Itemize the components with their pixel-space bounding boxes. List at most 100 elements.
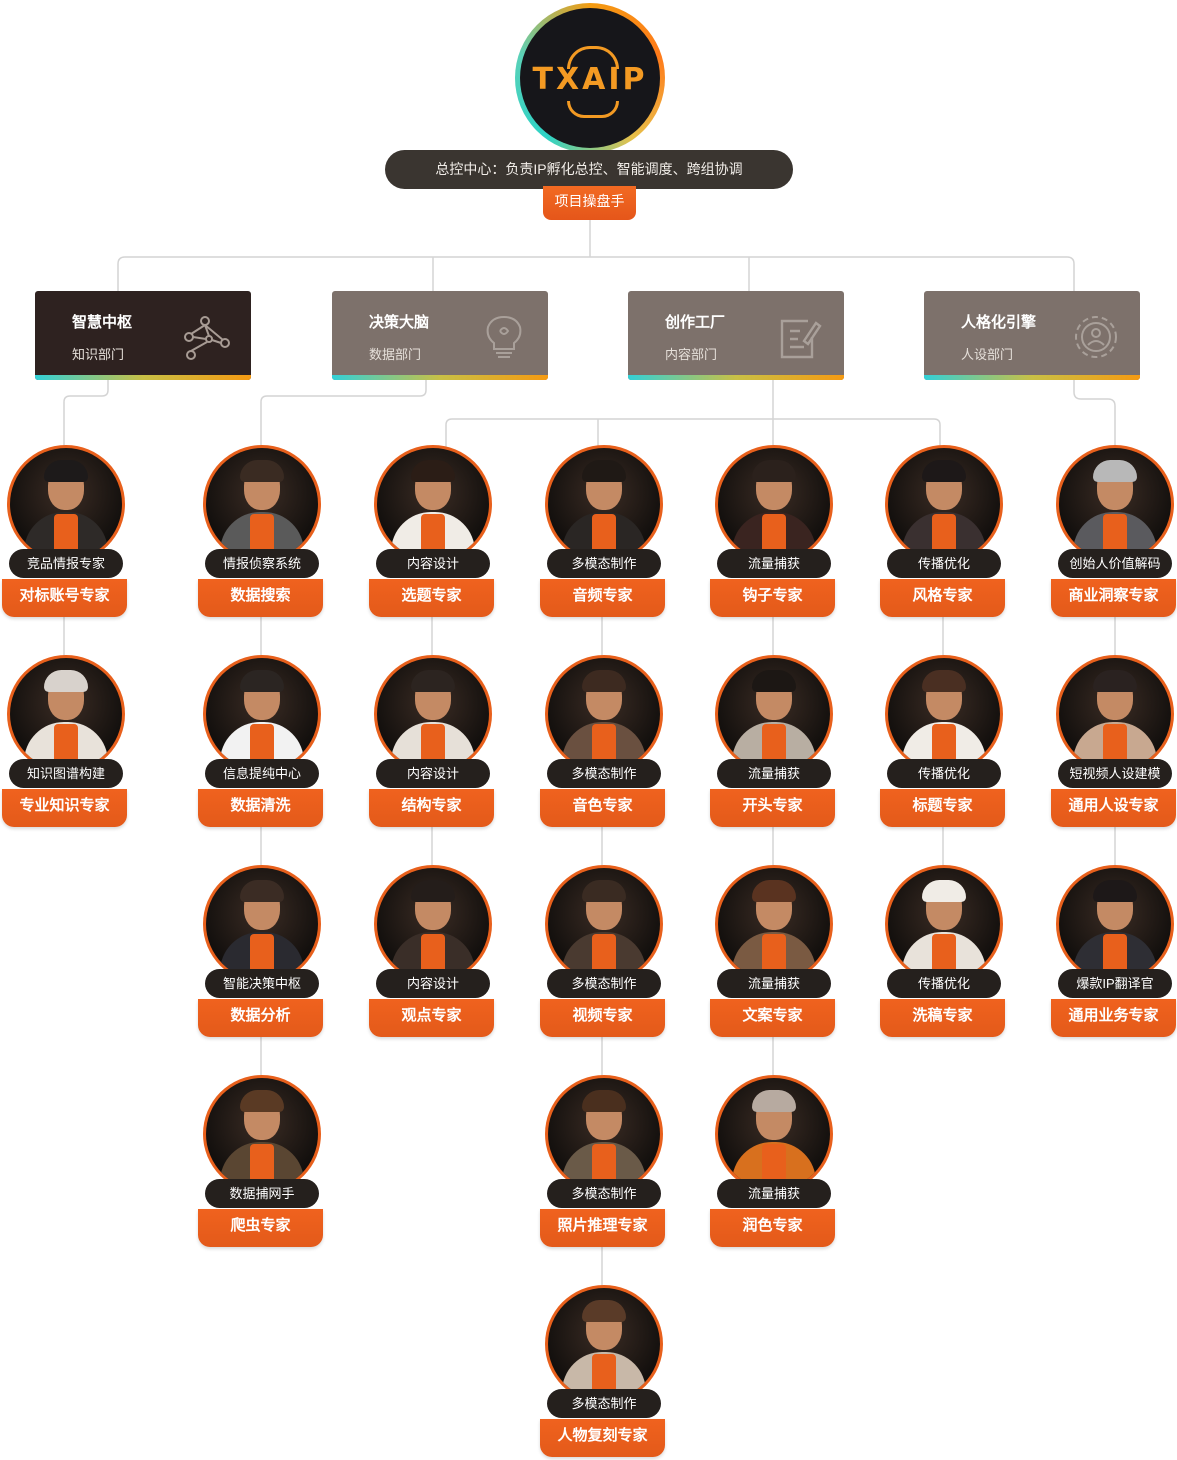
department-name: 智慧中枢 xyxy=(72,314,133,331)
expert-role-label: 智能决策中枢 xyxy=(205,969,319,998)
department-card: 决策大脑数据部门 xyxy=(332,291,548,380)
expert-card: 爆款IP翻译官通用业务专家 xyxy=(1051,865,1177,1040)
expert-card: 传播优化洗稿专家 xyxy=(880,865,1008,1040)
logo-text: TXAIP xyxy=(532,62,648,97)
expert-title: 视频专家 xyxy=(540,999,665,1037)
expert-avatar xyxy=(545,655,663,773)
department-subtitle: 内容部门 xyxy=(665,347,718,362)
edit-document-icon xyxy=(774,313,826,361)
expert-avatar xyxy=(203,1075,321,1193)
expert-card: 流量捕获润色专家 xyxy=(710,1075,838,1250)
expert-avatar xyxy=(715,865,833,983)
lightbulb-brain-icon xyxy=(478,313,530,361)
expert-role-label: 流量捕获 xyxy=(717,969,831,998)
expert-card: 内容设计选题专家 xyxy=(369,445,497,620)
expert-role-label: 流量捕获 xyxy=(717,549,831,578)
expert-title: 文案专家 xyxy=(710,999,835,1037)
expert-title: 音频专家 xyxy=(540,579,665,617)
expert-card: 知识图谱构建专业知识专家 xyxy=(2,655,130,830)
expert-role-label: 短视频人设建模 xyxy=(1058,759,1172,788)
expert-title: 数据清洗 xyxy=(198,789,323,827)
expert-role-label: 传播优化 xyxy=(887,759,1001,788)
expert-title: 观点专家 xyxy=(369,999,494,1037)
expert-title: 音色专家 xyxy=(540,789,665,827)
expert-title: 通用人设专家 xyxy=(1051,789,1176,827)
expert-role-label: 流量捕获 xyxy=(717,1179,831,1208)
expert-title: 钩子专家 xyxy=(710,579,835,617)
expert-title: 照片推理专家 xyxy=(540,1209,665,1247)
expert-role-label: 多模态制作 xyxy=(547,759,661,788)
expert-card: 信息提纯中心数据清洗 xyxy=(198,655,326,830)
expert-avatar xyxy=(203,445,321,563)
expert-avatar xyxy=(203,655,321,773)
expert-avatar xyxy=(885,655,1003,773)
expert-card: 多模态制作照片推理专家 xyxy=(540,1075,668,1250)
expert-role-label: 多模态制作 xyxy=(547,1389,661,1418)
project-operator-tag: 项目操盘手 xyxy=(543,186,636,220)
expert-title: 人物复刻专家 xyxy=(540,1419,665,1457)
expert-role-label: 知识图谱构建 xyxy=(9,759,123,788)
expert-card: 多模态制作人物复刻专家 xyxy=(540,1285,668,1460)
expert-title: 对标账号专家 xyxy=(2,579,127,617)
expert-avatar xyxy=(545,1285,663,1403)
department-name: 决策大脑 xyxy=(369,314,430,331)
expert-card: 流量捕获开头专家 xyxy=(710,655,838,830)
expert-role-label: 传播优化 xyxy=(887,549,1001,578)
expert-title: 开头专家 xyxy=(710,789,835,827)
department-name: 创作工厂 xyxy=(665,314,726,331)
expert-card: 内容设计结构专家 xyxy=(369,655,497,830)
expert-role-label: 内容设计 xyxy=(376,549,490,578)
expert-role-label: 多模态制作 xyxy=(547,969,661,998)
expert-avatar xyxy=(885,445,1003,563)
expert-role-label: 情报侦察系统 xyxy=(205,549,319,578)
department-gradient-bar xyxy=(924,375,1140,380)
expert-title: 风格专家 xyxy=(880,579,1005,617)
expert-avatar xyxy=(1056,655,1174,773)
expert-card: 多模态制作音频专家 xyxy=(540,445,668,620)
expert-avatar xyxy=(1056,865,1174,983)
expert-title: 专业知识专家 xyxy=(2,789,127,827)
expert-avatar xyxy=(374,865,492,983)
department-card: 智慧中枢知识部门 xyxy=(35,291,251,380)
expert-avatar xyxy=(715,655,833,773)
expert-title: 选题专家 xyxy=(369,579,494,617)
expert-title: 数据分析 xyxy=(198,999,323,1037)
expert-avatar xyxy=(7,445,125,563)
expert-role-label: 内容设计 xyxy=(376,969,490,998)
expert-avatar xyxy=(545,445,663,563)
expert-avatar xyxy=(545,865,663,983)
expert-title: 洗稿专家 xyxy=(880,999,1005,1037)
expert-avatar xyxy=(545,1075,663,1193)
department-gradient-bar xyxy=(35,375,251,380)
expert-role-label: 内容设计 xyxy=(376,759,490,788)
expert-role-label: 竞品情报专家 xyxy=(9,549,123,578)
department-name: 人格化引擎 xyxy=(961,314,1037,331)
expert-card: 智能决策中枢数据分析 xyxy=(198,865,326,1040)
expert-role-label: 多模态制作 xyxy=(547,1179,661,1208)
expert-card: 数据捕网手爬虫专家 xyxy=(198,1075,326,1250)
department-card: 创作工厂内容部门 xyxy=(628,291,844,380)
expert-card: 竞品情报专家对标账号专家 xyxy=(2,445,130,620)
expert-role-label: 流量捕获 xyxy=(717,759,831,788)
department-subtitle: 人设部门 xyxy=(961,347,1014,362)
expert-avatar xyxy=(374,445,492,563)
txaip-logo: TXAIP xyxy=(515,3,665,153)
expert-card: 情报侦察系统数据搜索 xyxy=(198,445,326,620)
expert-card: 传播优化风格专家 xyxy=(880,445,1008,620)
department-gradient-bar xyxy=(332,375,548,380)
expert-card: 多模态制作音色专家 xyxy=(540,655,668,830)
expert-avatar xyxy=(1056,445,1174,563)
expert-avatar xyxy=(715,445,833,563)
expert-role-label: 传播优化 xyxy=(887,969,1001,998)
expert-card: 内容设计观点专家 xyxy=(369,865,497,1040)
expert-avatar xyxy=(885,865,1003,983)
expert-card: 传播优化标题专家 xyxy=(880,655,1008,830)
department-gradient-bar xyxy=(628,375,844,380)
expert-role-label: 信息提纯中心 xyxy=(205,759,319,788)
department-card: 人格化引擎人设部门 xyxy=(924,291,1140,380)
expert-title: 数据搜索 xyxy=(198,579,323,617)
expert-card: 短视频人设建模通用人设专家 xyxy=(1051,655,1177,830)
expert-avatar xyxy=(203,865,321,983)
network-graph-icon xyxy=(181,313,233,361)
